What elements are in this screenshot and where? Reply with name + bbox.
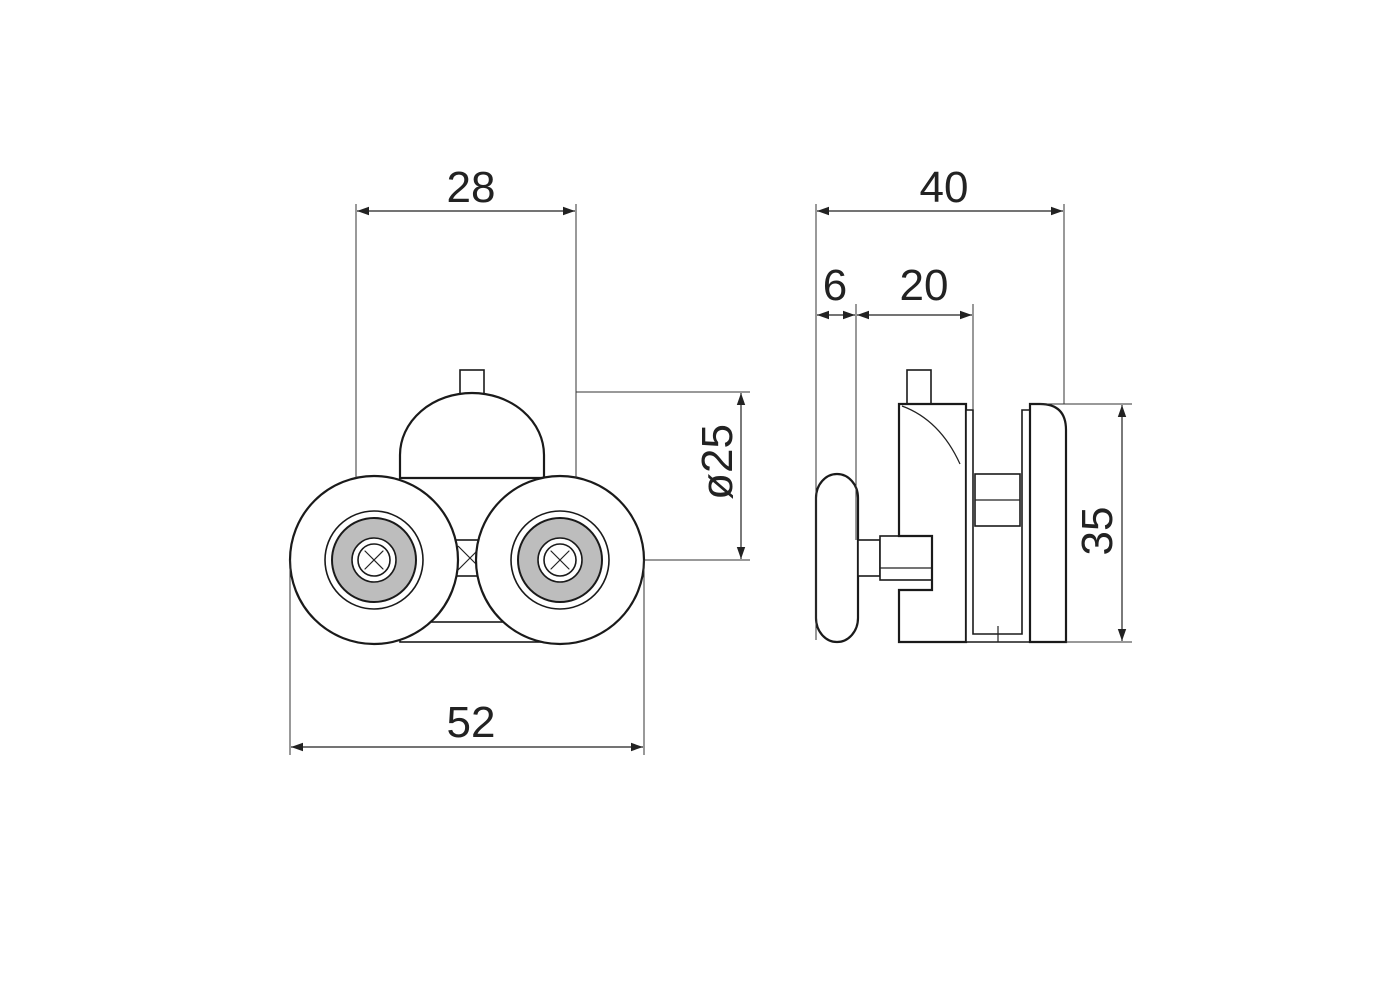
right-wheel [474, 474, 646, 646]
dimension-20: 20 [857, 261, 974, 410]
dim-label-40: 40 [920, 163, 969, 212]
side-top-pin [906, 369, 932, 405]
screw-cross-icon [550, 550, 570, 570]
dimension-diameter-25: ø25 [576, 391, 750, 561]
bell-housing [398, 391, 546, 480]
axle [857, 539, 881, 577]
body-block [897, 402, 968, 644]
front-view: 28 ø25 52 [288, 163, 750, 755]
dim-label-28: 28 [447, 163, 496, 212]
dimension-40: 40 [815, 163, 1065, 640]
dimension-28: 28 [355, 163, 577, 478]
dim-label-35: 35 [1073, 507, 1122, 556]
dim-label-6: 6 [823, 261, 847, 310]
glass-clamp [965, 409, 1031, 643]
screw-cross-icon [364, 550, 384, 570]
left-wheel [288, 474, 460, 646]
dimension-6: 6 [817, 261, 857, 540]
side-wheel [814, 472, 860, 644]
dimension-35: 35 [1040, 403, 1132, 643]
side-body [897, 369, 1068, 644]
dim-label-52: 52 [447, 698, 496, 747]
outer-cap [1028, 402, 1068, 644]
axle-nut [879, 535, 933, 581]
dim-label-diameter: ø25 [693, 424, 742, 500]
side-view: 40 6 20 35 [814, 163, 1132, 644]
dimension-52: 52 [289, 560, 645, 755]
body-curve [901, 405, 961, 465]
dim-label-20: 20 [900, 261, 949, 310]
